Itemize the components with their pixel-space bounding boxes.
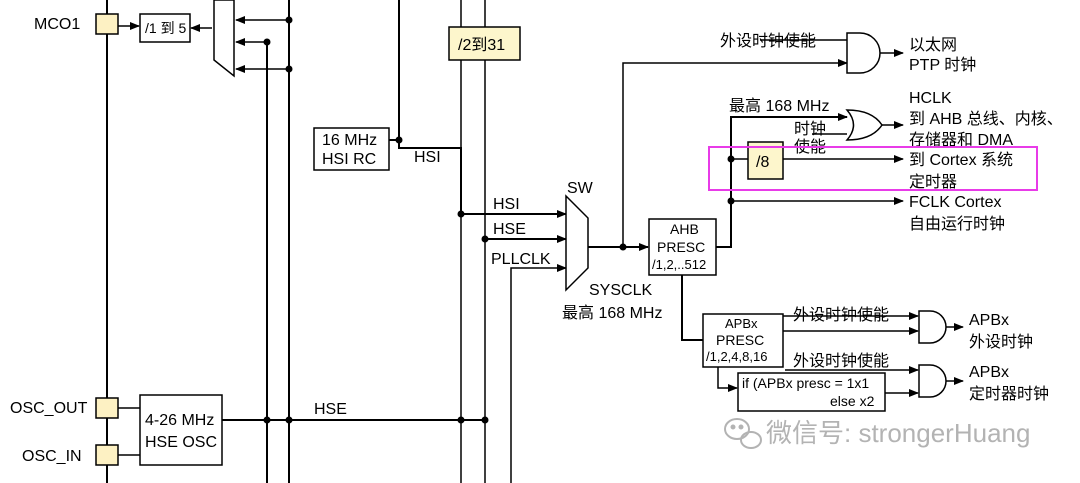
hsi-rc-line1: 16 MHz <box>322 132 377 149</box>
hclk-line2: 到 AHB 总线、内核、 <box>909 110 1063 128</box>
eth-enable-label: 外设时钟使能 <box>720 32 816 50</box>
apb-enable2-label: 外设时钟使能 <box>793 352 889 370</box>
div8-label: /8 <box>756 154 769 171</box>
osc-in-pin <box>95 444 119 466</box>
cortex-line1: 到 Cortex 系统 <box>909 151 1013 169</box>
watermark-text: 微信号: strongerHuang <box>766 418 1030 448</box>
apb-timer-line1: if (APBx presc = 1x1 <box>742 375 869 391</box>
apb-periph-line2: 外设时钟 <box>969 333 1033 351</box>
wechat-icon <box>724 418 762 449</box>
mco-divider-label: /1 到 5 <box>145 20 186 36</box>
ahb-prescaler-box <box>648 218 717 276</box>
mco1-mux <box>213 0 235 78</box>
apb-periph-and-gate <box>918 310 947 344</box>
apb-timer-line2: else x2 <box>830 393 875 409</box>
hsi-rc-line2: HSI RC <box>322 151 376 168</box>
div8-box <box>747 141 784 180</box>
hse-osc-line1: 4-26 MHz <box>145 412 214 429</box>
ahb-line3: /1,2,..512 <box>652 257 706 272</box>
rtc-divider-label: /2到31 <box>458 36 505 54</box>
wechat-watermark: 微信号: strongerHuang <box>724 418 1030 449</box>
ahb-line1: AHB <box>670 221 699 237</box>
eth-out-line1: 以太网 <box>909 36 957 54</box>
osc-out-label: OSC_OUT <box>10 400 88 417</box>
mux-hse-label: HSE <box>493 221 526 238</box>
apb-timer-sub: 定时器时钟 <box>969 385 1049 403</box>
hclk-max-label: 最高 168 MHz <box>729 97 829 115</box>
apb-periph-title: APBx <box>969 312 1009 329</box>
eth-and-gate <box>846 32 881 74</box>
apb-line1: APBx <box>725 316 758 331</box>
hsi-wire-label: HSI <box>414 149 441 166</box>
mco1-pin <box>95 13 119 35</box>
fclk-line2: 自由运行时钟 <box>909 215 1005 233</box>
apb-prescaler-box <box>702 313 784 368</box>
osc-in-label: OSC_IN <box>22 448 82 465</box>
apb-line3: /1,2,4,8,16 <box>706 349 767 364</box>
hse-osc-box <box>139 394 223 466</box>
apb-timer-title: APBx <box>969 364 1009 381</box>
apb-timer-mult-box <box>737 372 886 412</box>
apb-enable1-label: 外设时钟使能 <box>793 306 889 324</box>
cortex-line2: 定时器 <box>909 173 957 191</box>
hclk-gate <box>845 109 883 141</box>
rtc-divider-box <box>448 26 521 61</box>
cortex-highlight-box <box>708 146 1038 191</box>
apb-line2: PRESC <box>716 332 764 348</box>
osc-out-pin <box>95 397 119 419</box>
hse-osc-line2: HSE OSC <box>145 434 217 451</box>
sw-label: SW <box>567 180 594 197</box>
hse-wire-label: HSE <box>314 401 347 418</box>
hclk-enable-line1: 时钟 <box>794 120 826 138</box>
hclk-line3: 存储器和 DMA <box>909 131 1013 149</box>
apb-timer-and-gate <box>918 364 947 398</box>
hclk-title: HCLK <box>909 90 952 107</box>
sysclk-label: SYSCLK <box>589 282 652 299</box>
mux-pllclk-label: PLLCLK <box>491 251 551 268</box>
eth-out-line2: PTP 时钟 <box>909 56 976 74</box>
hsi-rc-box <box>313 127 390 171</box>
sysclk-max-label: 最高 168 MHz <box>562 304 662 322</box>
mco-divider-box <box>139 13 191 43</box>
ahb-line2: PRESC <box>657 239 705 255</box>
fclk-line1: FCLK Cortex <box>909 194 1001 211</box>
sw-mux <box>565 194 589 292</box>
mux-hsi-label: HSI <box>493 196 520 213</box>
mco1-label: MCO1 <box>34 16 80 33</box>
